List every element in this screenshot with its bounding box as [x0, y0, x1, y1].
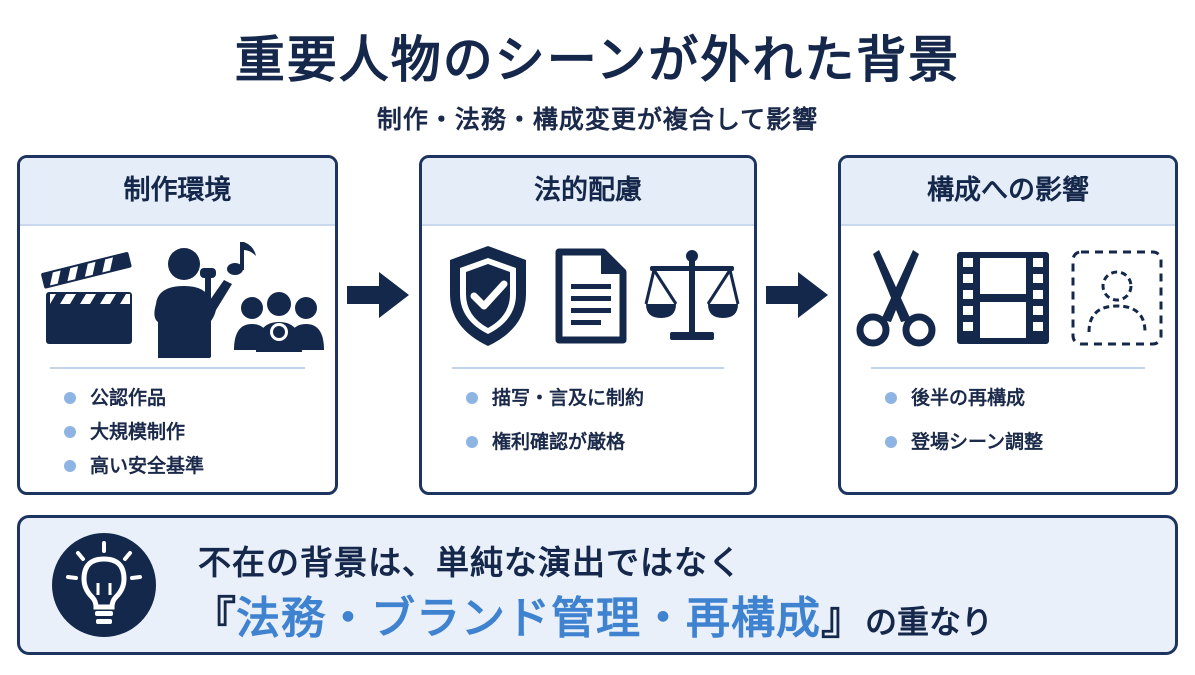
- film-strip-icon: [957, 252, 1049, 344]
- list-item: 描写・言及に制約: [466, 386, 644, 410]
- singer-with-microphone-icon: [154, 248, 232, 358]
- conclusion-line-1: 不在の背景は、単純な演出ではなく: [198, 543, 742, 582]
- panel-icons: [422, 238, 754, 358]
- bullet-list: 描写・言及に制約 権利確認が厳格: [466, 386, 644, 474]
- bullet-list: 後半の再構成 登場シーン調整: [885, 386, 1043, 474]
- document-icon: [555, 248, 627, 344]
- panel-divider: [452, 367, 724, 369]
- list-item: 登場シーン調整: [885, 430, 1043, 454]
- arrow-right-icon: [347, 272, 409, 318]
- panel-divider: [50, 367, 305, 369]
- bracket-close: 』: [821, 593, 865, 644]
- panel-divider: [871, 367, 1145, 369]
- panel-header: 制作環境: [20, 158, 335, 226]
- scissors-icon: [856, 250, 936, 347]
- list-item: 権利確認が厳格: [466, 430, 644, 454]
- list-item: 高い安全基準: [64, 454, 204, 478]
- panel-header: 法的配慮: [422, 158, 754, 226]
- conclusion-box: 不在の背景は、単純な演出ではなく 『法務・ブランド管理・再構成』の重なり: [17, 515, 1178, 655]
- lightbulb-icon: [66, 541, 142, 624]
- conclusion-highlight: 法務・ブランド管理・再構成: [236, 593, 821, 644]
- clapperboard-icon: [41, 252, 132, 344]
- list-item: 大規模制作: [64, 420, 204, 444]
- scales-of-justice-icon: [644, 250, 740, 340]
- panel-production-environment: 制作環境: [17, 155, 338, 495]
- bracket-open: 『: [192, 593, 236, 644]
- panel-legal-consideration: 法的配慮: [419, 155, 757, 495]
- music-note-icon: [227, 242, 256, 275]
- shield-check-icon: [450, 246, 526, 346]
- page-subtitle: 制作・法務・構成変更が複合して影響: [376, 105, 819, 134]
- list-item: 公認作品: [64, 386, 204, 410]
- panel-structure-impact: 構成への影響: [838, 155, 1178, 495]
- panel-icons: [20, 238, 335, 358]
- panel-header: 構成への影響: [841, 158, 1175, 226]
- removed-person-icon: [1071, 250, 1163, 346]
- arrow-right-icon: [766, 272, 828, 318]
- conclusion-tail: の重なり: [865, 603, 994, 641]
- bullet-list: 公認作品 大規模制作 高い安全基準: [64, 386, 204, 488]
- page-title: 重要人物のシーンが外れた背景: [234, 31, 961, 89]
- conclusion-line-2: 『法務・ブランド管理・再構成』の重なり: [192, 582, 993, 646]
- list-item: 後半の再構成: [885, 386, 1043, 410]
- lightbulb-badge: [52, 533, 156, 637]
- audience-group-icon: [234, 292, 324, 352]
- panel-icons: [841, 238, 1175, 358]
